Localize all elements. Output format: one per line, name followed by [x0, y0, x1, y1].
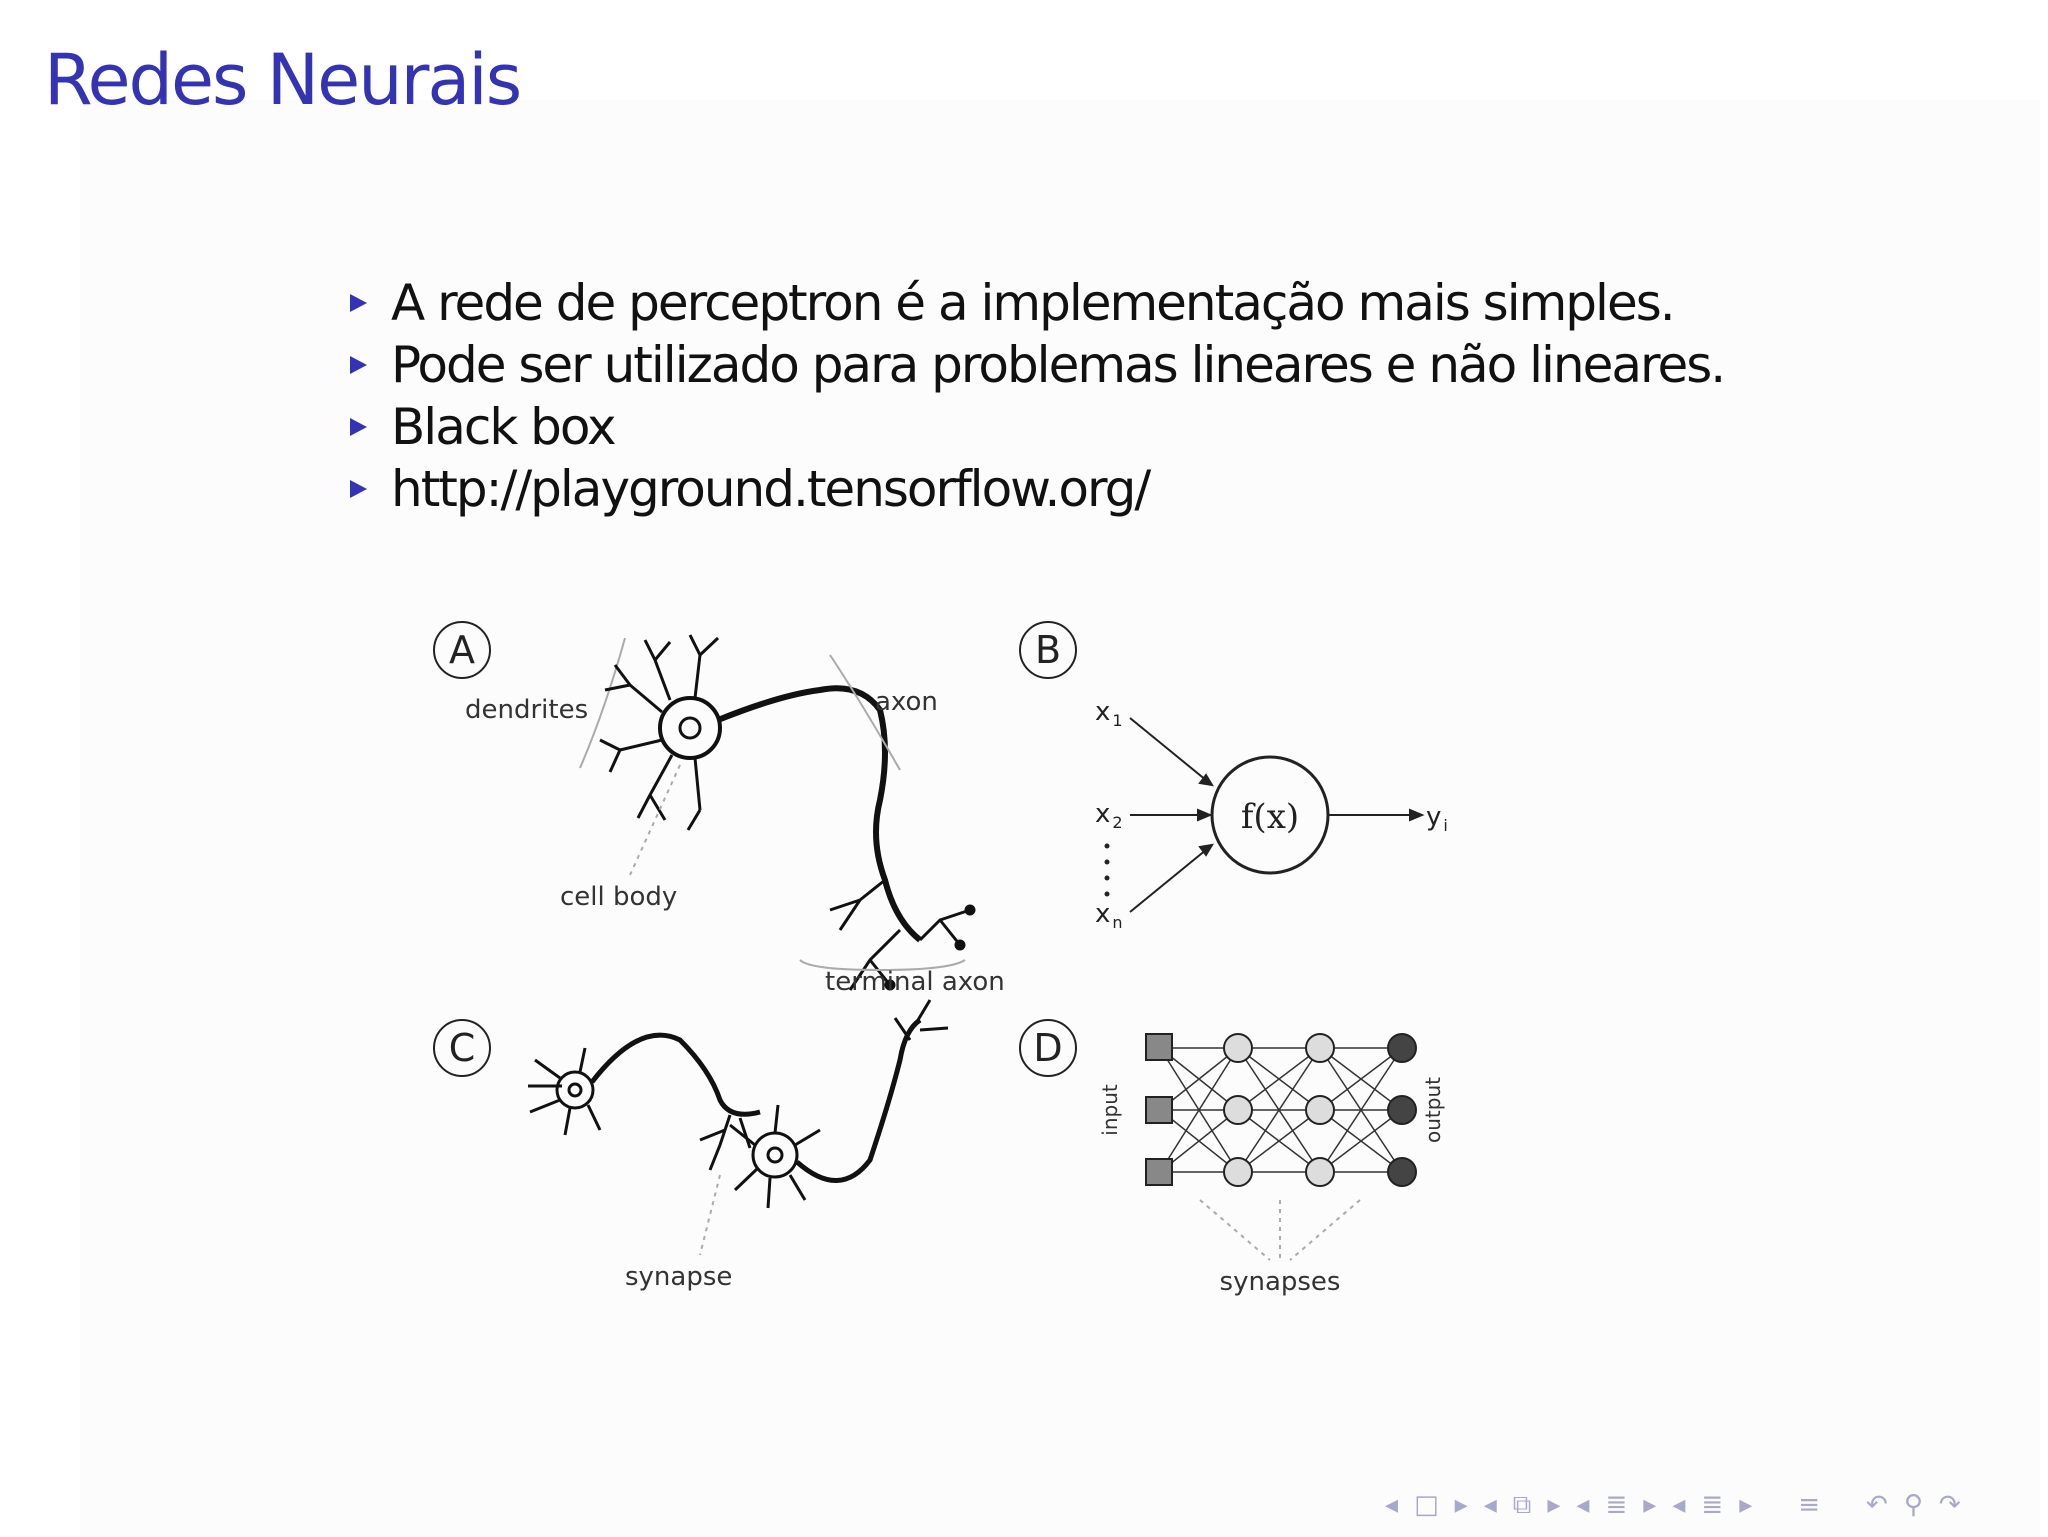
- neuron-a: [599, 634, 976, 991]
- undo-icon[interactable]: ↶: [1866, 1490, 1888, 1520]
- neural-network-figure: A dendrites axon cell body terminal axon: [433, 621, 1448, 1297]
- bullet-list: A rede de perceptron é a implementação m…: [350, 272, 1726, 520]
- input-ellipsis: [1104, 843, 1110, 897]
- panel-c: C synapse: [433, 999, 949, 1292]
- arrow-x1-icon: [1198, 773, 1214, 787]
- bullet-triangle-icon: [350, 480, 367, 498]
- output-nodes: [1387, 1033, 1417, 1187]
- cell-body-label: cell body: [560, 882, 677, 912]
- nav-prev-icon[interactable]: ◂: [1385, 1490, 1399, 1520]
- panel-c-letter: C: [449, 1026, 476, 1070]
- bullet-item: Pode ser utilizado para problemas linear…: [350, 334, 1726, 396]
- dendrites-bracket: [579, 637, 626, 769]
- bullet-text: Black box: [391, 398, 617, 456]
- nav-next-icon[interactable]: ▸: [1547, 1490, 1561, 1520]
- bullet-triangle-icon: [350, 294, 367, 312]
- edge-xn: [1129, 844, 1213, 913]
- redo-icon[interactable]: ↷: [1938, 1490, 1961, 1520]
- panel-b-letter: B: [1035, 628, 1061, 672]
- arrow-output-icon: [1409, 808, 1425, 822]
- beamer-navigation: ◂ □ ▸ ◂ ⧉ ▸ ◂ ≣ ▸ ◂ ≣ ▸ ≡ ↶ ⚲ ↷: [1385, 1489, 1961, 1521]
- nav-prev-icon[interactable]: ◂: [1576, 1490, 1590, 1520]
- bullet-triangle-icon: [350, 418, 367, 436]
- synapse-label: synapse: [625, 1262, 732, 1292]
- panel-a: A dendrites axon cell body terminal axon: [433, 621, 1005, 997]
- activation-label: f(x): [1241, 797, 1299, 837]
- panel-a-circle: [433, 621, 491, 679]
- synapses-label: synapses: [1220, 1267, 1341, 1297]
- panel-d-circle: [1019, 1019, 1077, 1077]
- panel-c-circle: [433, 1019, 491, 1077]
- list-icon[interactable]: ≣: [1701, 1490, 1724, 1520]
- section-icon[interactable]: ⧉: [1512, 1489, 1532, 1520]
- slide-background: [80, 100, 2040, 1537]
- bullet-item: Black box: [350, 396, 1724, 458]
- bullet-item: http://playground.tensorflow.org/: [350, 458, 1724, 520]
- arrow-x2-icon: [1197, 808, 1213, 822]
- nav-next-icon[interactable]: ▸: [1454, 1490, 1468, 1520]
- synapse-pointer: [699, 1174, 721, 1256]
- search-icon[interactable]: ⚲: [1903, 1490, 1923, 1520]
- neuron-c2: [729, 999, 949, 1209]
- nav-next-icon[interactable]: ▸: [1643, 1490, 1657, 1520]
- bullet-link[interactable]: http://playground.tensorflow.org/: [391, 460, 1151, 518]
- hidden-nodes: [1223, 1033, 1335, 1187]
- input-layer-label: input: [1098, 1084, 1122, 1136]
- bullet-text: Pode ser utilizado para problemas linear…: [391, 336, 1726, 394]
- bullet-item: A rede de perceptron é a implementação m…: [350, 272, 1724, 334]
- output-layer-label: output: [1421, 1077, 1445, 1143]
- panel-b-circle: [1019, 621, 1077, 679]
- nav-next-icon[interactable]: ▸: [1739, 1490, 1753, 1520]
- panel-d: D input output synapses: [1019, 1019, 1445, 1297]
- input-nodes: [1145, 1033, 1173, 1186]
- align-icon[interactable]: ≡: [1798, 1490, 1821, 1520]
- network-edges: [1159, 1047, 1403, 1173]
- frame-icon[interactable]: □: [1414, 1490, 1439, 1520]
- dendrites-label: dendrites: [465, 695, 588, 725]
- bullet-triangle-icon: [350, 356, 367, 374]
- nav-prev-icon[interactable]: ◂: [1483, 1490, 1497, 1520]
- axon-label: axon: [875, 687, 938, 717]
- synapses-pointers: [1199, 1199, 1361, 1261]
- bullet-text: A rede de perceptron é a implementação m…: [391, 274, 1676, 332]
- panel-a-letter: A: [449, 628, 475, 672]
- arrow-xn-icon: [1198, 843, 1214, 857]
- nav-prev-icon[interactable]: ◂: [1672, 1490, 1686, 1520]
- neuron-c1: [528, 1032, 761, 1171]
- axon-bracket: [829, 654, 901, 771]
- terminal-axon-label: terminal axon: [825, 967, 1005, 997]
- panel-d-letter: D: [1033, 1026, 1062, 1070]
- subsection-icon[interactable]: ≣: [1605, 1490, 1628, 1520]
- edge-x1: [1129, 717, 1213, 786]
- cell-body-pointer: [629, 764, 681, 876]
- terminal-axon-bracket: [799, 959, 966, 972]
- slide-title: Redes Neurais: [44, 39, 522, 121]
